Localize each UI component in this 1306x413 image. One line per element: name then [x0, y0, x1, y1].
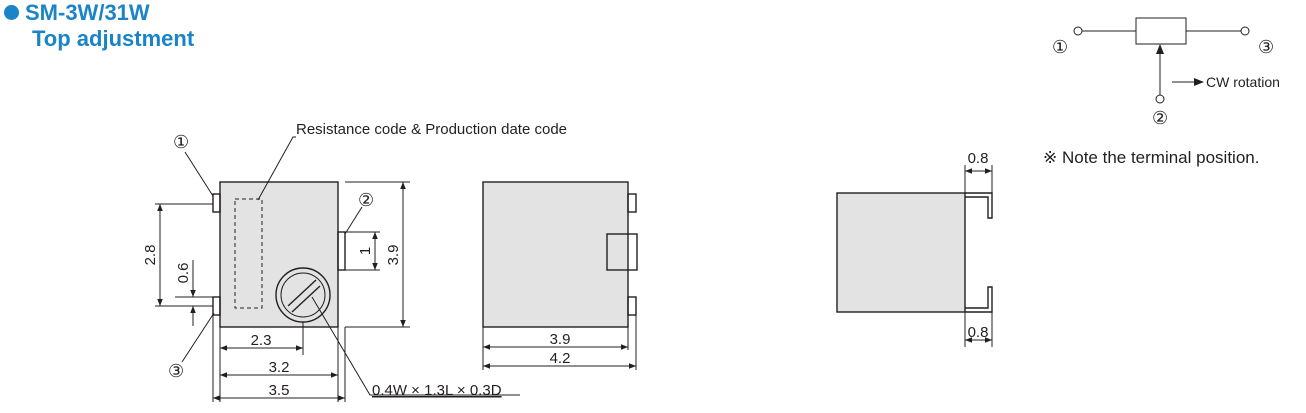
node-2-circle — [1155, 94, 1165, 104]
terminal-2-pin — [337, 231, 346, 271]
end-terminal-top — [965, 192, 993, 219]
dim-3.5-label: 3.5 — [269, 382, 290, 399]
front-body — [219, 181, 339, 328]
terminal-1-pin — [212, 193, 221, 213]
terminal-3-pin — [212, 296, 221, 316]
side-terminal-top — [627, 193, 637, 213]
side-terminal-bottom — [627, 296, 637, 316]
slot-leader — [311, 296, 520, 396]
subtitle: Top adjustment — [32, 26, 195, 51]
cw-rotation-label: CW rotation — [1206, 74, 1280, 90]
resistor-symbol — [1135, 17, 1187, 45]
dim-end-top-label: 0.8 — [968, 150, 989, 167]
node-1-circle — [1073, 26, 1083, 36]
terminal-3-leader — [181, 312, 215, 363]
marking-area — [234, 198, 263, 309]
dim-side-3.9-label: 3.9 — [550, 331, 571, 348]
side-body — [482, 181, 629, 328]
end-view: 0.8 0.8 — [836, 150, 993, 347]
resistance-code-label: Resistance code & Production date code — [296, 121, 567, 138]
node-3-circle — [1240, 26, 1250, 36]
side-view: 3.9 4.2 — [482, 181, 638, 370]
terminal-2-leader — [344, 206, 363, 235]
terminal-3-label-schematic: ③ — [1258, 37, 1274, 57]
terminal-2-label-front: ② — [358, 190, 374, 210]
front-view: Resistance code & Production date code ①… — [142, 121, 567, 402]
dim-0.6-label: 0.6 — [175, 263, 192, 284]
dim-1-label: 1 — [357, 247, 374, 255]
title-block: SM-3W/31W Top adjustment — [0, 0, 194, 52]
terminal-1-label-front: ① — [173, 132, 189, 152]
dim-2.3-label: 2.3 — [251, 332, 272, 349]
resistance-code-leader — [257, 136, 296, 201]
terminal-position-note: ※ Note the terminal position. — [1043, 148, 1259, 167]
dim-end-bottom-label: 0.8 — [968, 324, 989, 341]
dim-3.9-label: 3.9 — [385, 245, 402, 266]
circuit-schematic: ① ③ ② CW rotation ※ Note the terminal po… — [1043, 17, 1280, 167]
model-title: SM-3W/31W — [25, 0, 150, 25]
terminal-1-label-schematic: ① — [1052, 37, 1068, 57]
terminal-3-label-front: ③ — [168, 361, 184, 381]
rotor-inner — [280, 272, 326, 318]
end-body — [836, 192, 966, 313]
bullet-icon — [4, 5, 19, 20]
terminal-2-label-schematic: ② — [1152, 108, 1168, 128]
rotor-slot-b — [291, 285, 321, 313]
rotor-slot-a — [287, 279, 317, 307]
end-terminal-bottom — [965, 286, 993, 313]
dim-2.8-label: 2.8 — [142, 245, 159, 266]
slot-size-label: 0.4W × 1.3L × 0.3D — [372, 382, 502, 399]
dim-side-4.2-label: 4.2 — [550, 350, 571, 367]
side-terminal-middle — [606, 233, 638, 271]
terminal-1-leader — [184, 151, 214, 197]
cw-arrow-icon — [1194, 78, 1204, 86]
dim-3.2-label: 3.2 — [269, 359, 290, 376]
wiper-arrow — [1156, 44, 1164, 54]
